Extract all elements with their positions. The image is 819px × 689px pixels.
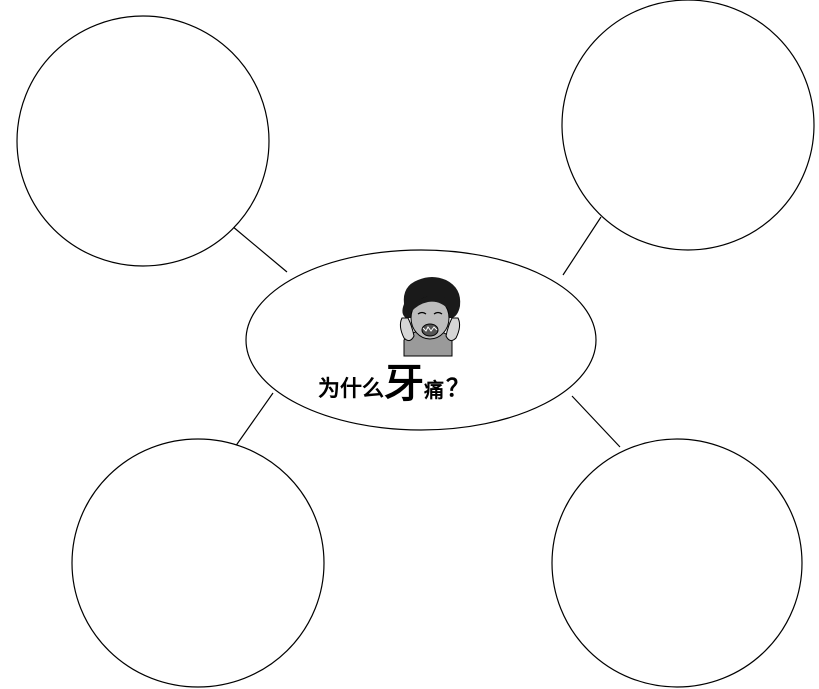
branch-circle-bottom-right [551, 438, 803, 688]
connector-bottom-right [571, 395, 621, 448]
center-title-part4: ？ [446, 373, 471, 402]
connector-top-left [231, 225, 288, 273]
connector-top-right [562, 216, 602, 276]
center-title-part1: 为什么 [318, 376, 385, 402]
toothache-child-icon [399, 277, 461, 357]
connector-bottom-left [234, 392, 274, 448]
center-title-part3: 痛 [424, 378, 445, 402]
branch-circle-bottom-left [71, 438, 325, 688]
center-topic-title: 为什么 牙 痛 ？ [318, 356, 528, 406]
branch-circle-top-right [561, 0, 815, 251]
branch-circle-top-left [16, 15, 270, 267]
center-title-part2: 牙 [384, 360, 425, 407]
